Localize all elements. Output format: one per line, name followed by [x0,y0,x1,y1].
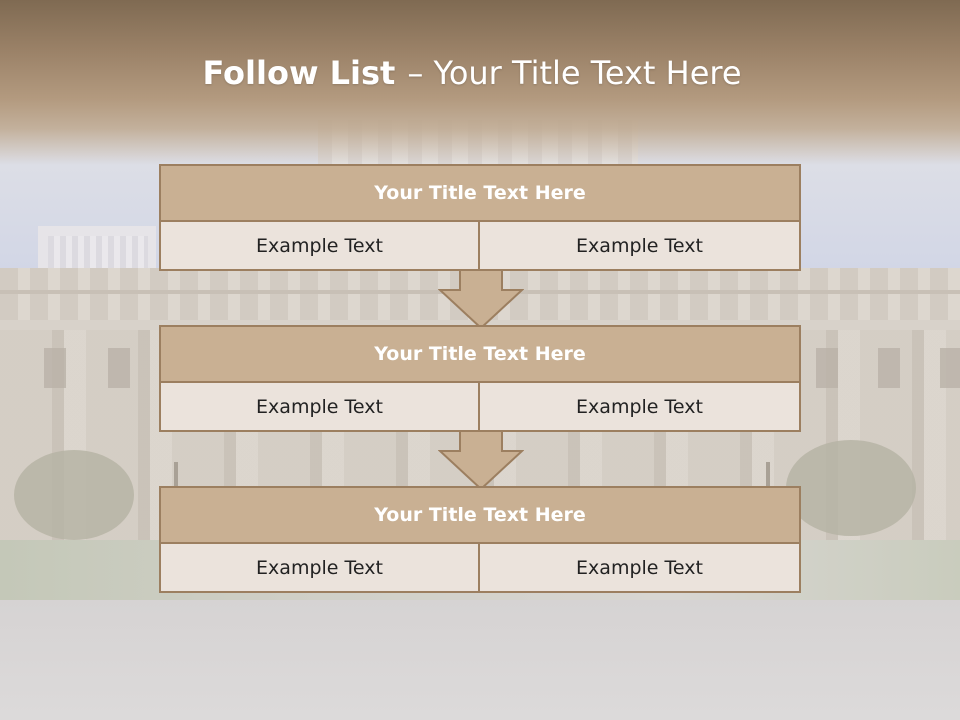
slide-title-bold: Follow List [202,54,396,92]
follow-block-3: Your Title Text Here Example Text Exampl… [159,486,801,593]
down-arrow-icon [438,431,524,491]
follow-block-right-cell: Example Text [480,383,799,430]
follow-block-left-cell: Example Text [161,383,480,430]
down-arrow-icon [438,270,524,330]
follow-block-title: Your Title Text Here [161,327,799,383]
follow-block-title: Your Title Text Here [161,166,799,222]
building-window [940,348,960,388]
building-window [816,348,838,388]
building-window [108,348,130,388]
tree [14,450,134,540]
follow-block-left-cell: Example Text [161,544,480,591]
follow-block-2: Your Title Text Here Example Text Exampl… [159,325,801,432]
office-tower-windows [48,236,148,270]
follow-block-1: Your Title Text Here Example Text Exampl… [159,164,801,271]
building-window [44,348,66,388]
title-band [0,0,960,165]
slide-title: Follow List – Your Title Text Here [0,54,944,92]
slide-title-rest: – Your Title Text Here [407,54,742,92]
lamp-post [174,462,178,502]
tree [786,440,916,536]
building-window [878,348,900,388]
follow-block-title: Your Title Text Here [161,488,799,544]
follow-block-right-cell: Example Text [480,222,799,269]
plaza [0,600,960,720]
follow-block-right-cell: Example Text [480,544,799,591]
follow-block-left-cell: Example Text [161,222,480,269]
lamp-post [766,462,770,502]
